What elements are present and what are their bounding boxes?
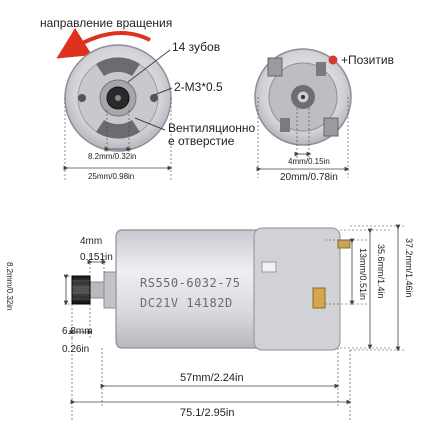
motor-voltage-print: DC21V 14182D (140, 296, 233, 310)
overall-height-dimension: 37.2mm/1.46in (404, 238, 414, 298)
gear-length-in: 0.26in (62, 344, 90, 355)
screw-hole-left (78, 94, 86, 102)
can-diameter-dimension: 35.6mm/1.4in (376, 244, 386, 299)
total-length-dimension: 75.1/2.95in (180, 407, 235, 419)
terminal-height-dimension: 13mm/0.51in (358, 248, 368, 301)
back-outer-dimension: 20mm/0.78in (280, 172, 338, 183)
gear-diameter: 8.2mm/0.32in (5, 262, 14, 311)
front-outer-dimension: 25mm/0.98in (88, 172, 135, 181)
screws-label: 2-M3*0.5 (174, 80, 223, 94)
positive-label: +Позитив (341, 53, 394, 67)
back-view (254, 48, 352, 178)
vent-hole-label: Вентиляционно е отверстие (168, 122, 255, 148)
shaft-length-in: 0.151in (80, 252, 113, 263)
gear-length-mm: 6.8mm (62, 326, 93, 337)
back-inner-dimension: 4mm/0.15in (288, 157, 330, 166)
front-inner-dimension: 8.2mm/0.32in (88, 152, 137, 161)
shaft-length-mm: 4mm (80, 236, 103, 247)
rotation-direction-label: направление вращения (40, 16, 173, 30)
motor-model-print: RS550-6032-75 (140, 276, 241, 290)
screw-hole-right (150, 94, 158, 102)
gear-icon (71, 275, 91, 305)
front-view (56, 27, 173, 182)
vent-hole-label-line1: Вентиляционно (168, 121, 256, 135)
teeth-label: 14 зубов (172, 40, 221, 54)
side-view (63, 224, 406, 420)
vent-hole-label-line2: е отверстие (168, 134, 235, 148)
positive-terminal-marker (328, 55, 338, 65)
body-length-dimension: 57mm/2.24in (180, 372, 244, 384)
rotation-arrow (56, 27, 151, 59)
